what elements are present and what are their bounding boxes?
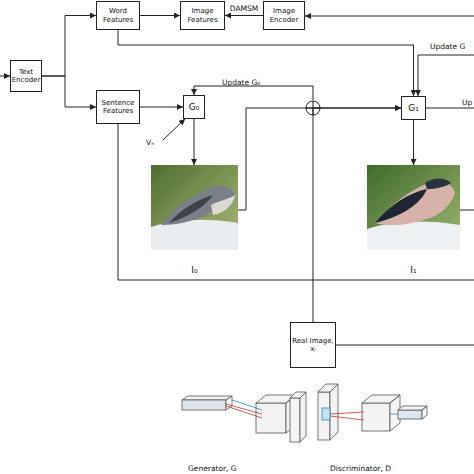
node-text: Text Encoder bbox=[12, 68, 41, 84]
generator-sketch bbox=[182, 392, 306, 442]
annotation-label: Vₙ bbox=[146, 138, 154, 147]
flow-arrow bbox=[313, 108, 401, 322]
sum-plus bbox=[306, 101, 320, 115]
update-wire bbox=[194, 86, 313, 100]
flow-arrow bbox=[225, 15, 263, 16]
annotation-label: Up bbox=[462, 98, 472, 107]
sketch-layer bbox=[182, 396, 232, 400]
flow-arrow bbox=[42, 76, 96, 107]
image-node: I₀ bbox=[151, 165, 238, 275]
image-box: Real Image, xᵢ bbox=[290, 322, 336, 368]
sum-junction bbox=[306, 101, 320, 115]
update-wire bbox=[426, 108, 474, 109]
sketch-kernel bbox=[226, 404, 262, 418]
node-text: Real Image, xᵢ bbox=[292, 337, 334, 353]
feature-box: Sentence Features bbox=[96, 90, 140, 124]
sketch-layer bbox=[290, 392, 306, 442]
noise-wire bbox=[163, 119, 185, 140]
sketch-kernel bbox=[330, 412, 364, 420]
sentence-wire bbox=[118, 124, 474, 280]
annotation-label: Update G bbox=[430, 42, 465, 51]
generator-box: G₁ bbox=[401, 96, 426, 120]
sketch-layer bbox=[318, 392, 330, 440]
image-background bbox=[367, 165, 460, 250]
node-text: G₁ bbox=[408, 103, 419, 113]
node-text: Word Features bbox=[98, 7, 138, 23]
flow-arrow bbox=[194, 119, 195, 165]
sketch-layer bbox=[362, 403, 390, 431]
sketch-layer bbox=[398, 410, 422, 419]
node-text: G₀ bbox=[189, 102, 200, 112]
flow-arrow bbox=[238, 108, 401, 210]
sketch-layer bbox=[398, 406, 427, 419]
encoder-box: Image Encoder bbox=[263, 1, 305, 30]
sum-circle bbox=[306, 101, 320, 115]
annotation-label: Discriminator, D bbox=[330, 464, 391, 473]
node-text: Sentence Features bbox=[98, 99, 138, 115]
edge-label: DAMSM bbox=[230, 4, 258, 13]
sketch-kernel bbox=[322, 408, 330, 420]
sketch-kernel bbox=[232, 400, 262, 410]
sketch-kernel bbox=[390, 414, 398, 415]
real-image-wire bbox=[336, 345, 474, 346]
image-perch bbox=[367, 222, 460, 250]
image-background bbox=[151, 165, 238, 250]
sketch-layer bbox=[182, 400, 226, 410]
sketch-layer bbox=[362, 395, 400, 431]
flow-arrow bbox=[118, 30, 414, 96]
image-bird-head bbox=[425, 179, 451, 190]
flow-arrow bbox=[140, 15, 180, 16]
image-bird-body bbox=[161, 186, 235, 225]
generated-image bbox=[367, 165, 460, 250]
image-node: I₁ bbox=[367, 165, 460, 275]
annotation-label: Generator, G bbox=[188, 464, 237, 473]
update-wire bbox=[418, 55, 474, 96]
image-bird-wing bbox=[169, 195, 213, 223]
encoder-input-wire bbox=[305, 16, 474, 17]
input-wire bbox=[0, 76, 10, 77]
generated-image bbox=[151, 165, 238, 250]
layout-wires bbox=[0, 16, 474, 345]
encoder-box: Text Encoder bbox=[10, 60, 42, 92]
feature-box: Word Features bbox=[96, 1, 140, 30]
flow-arrow bbox=[413, 120, 414, 165]
annotation-label: Update G₀ bbox=[222, 78, 260, 87]
image-bird-belly bbox=[211, 195, 235, 215]
node-text: Image Encoder bbox=[265, 7, 303, 23]
node-text: I₀ bbox=[191, 265, 197, 275]
flow-arrow bbox=[42, 16, 96, 77]
sketch-layer bbox=[256, 403, 286, 433]
image-bird-body bbox=[375, 181, 455, 225]
image-wire bbox=[460, 210, 474, 211]
sketch-layer bbox=[290, 398, 300, 442]
image-bird-wing bbox=[375, 189, 427, 223]
generator-box: G₀ bbox=[183, 95, 205, 119]
flow-arrow bbox=[140, 107, 183, 108]
feature-box: Image Features bbox=[180, 1, 225, 30]
node-text: I₁ bbox=[410, 265, 416, 275]
discriminator-sketch bbox=[318, 384, 427, 440]
sketch-layer bbox=[318, 384, 338, 440]
node-text: Image Features bbox=[182, 7, 223, 23]
